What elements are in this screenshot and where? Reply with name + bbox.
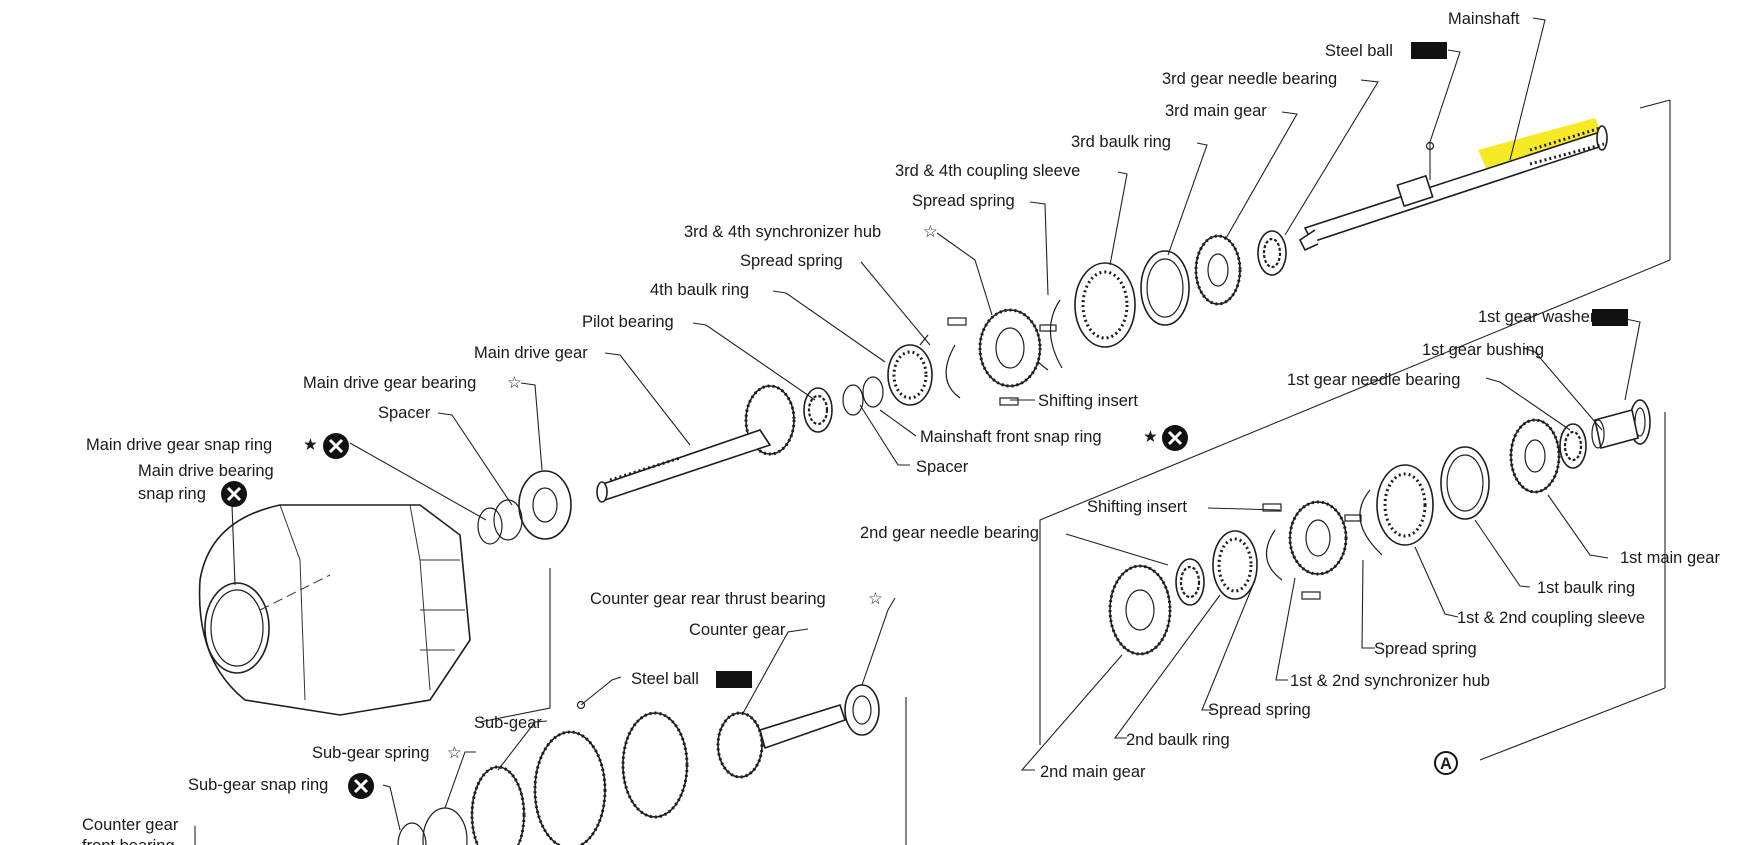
counter-gear-part [533, 700, 847, 845]
symbol-synchro-hub-34: ☆ [923, 223, 938, 241]
symbol-main-drive-snap-ring: ★ [303, 436, 318, 454]
label-main-drive-gear-bearing: Main drive gear bearing [303, 374, 476, 392]
sub-gear-part [397, 765, 526, 845]
fourth-baulk-ring-part [887, 344, 933, 406]
discard-icon-main-drive-bearing-snap-ring [221, 481, 247, 507]
third-baulk-ring-part [1140, 250, 1190, 326]
synchro-hub-34-part [947, 308, 1042, 406]
main-drive-gear-bearing-part [518, 470, 572, 540]
symbol-sub-gear-spring: ☆ [447, 744, 462, 762]
label-main-drive-snap-ring: Main drive gear snap ring [86, 436, 272, 454]
label-second-main-gear: 2nd main gear [1040, 763, 1146, 781]
label-second-baulk-ring: 2nd baulk ring [1126, 731, 1230, 749]
label-sub-gear-snap-ring: Sub-gear snap ring [188, 776, 328, 794]
label-steel-ball-top: Steel ball [1325, 42, 1393, 60]
label-fourth-baulk-ring: 4th baulk ring [650, 281, 749, 299]
mainshaft-front-snap-ring-part [842, 376, 884, 416]
label-sub-gear-spring: Sub-gear spring [312, 744, 429, 762]
second-baulk-ring-part [1212, 530, 1258, 600]
label-spacer-mid: Spacer [916, 458, 969, 476]
mainshaft-part [1298, 118, 1608, 252]
symbol-mainshaft-front-snap-ring: ★ [1143, 428, 1158, 446]
discard-icon-sub-gear-snap-ring [348, 773, 374, 799]
label-counter-gear: Counter gear [689, 621, 786, 639]
label-third-main-gear: 3rd main gear [1165, 102, 1267, 120]
label-second-needle-bearing: 2nd gear needle bearing [860, 524, 1039, 542]
second-needle-bearing-part [1175, 558, 1205, 606]
tool-icon-first-gear-washer [1592, 309, 1628, 326]
label-main-drive-gear: Main drive gear [474, 344, 588, 362]
transmission-case-part [198, 504, 471, 716]
part-labels: Mainshaft Steel ball 3rd gear needle bea… [82, 10, 1720, 845]
first-main-gear-part [1509, 418, 1561, 494]
label-counter-front-bearing-1: Counter gear [82, 816, 179, 834]
spacer-left-part [477, 499, 523, 545]
counter-rear-thrust-part [844, 684, 880, 736]
label-main-drive-bearing-snap-ring-2: snap ring [138, 485, 206, 503]
callout-a: A [1434, 751, 1458, 775]
label-spacer-left: Spacer [378, 404, 431, 422]
label-pilot-bearing: Pilot bearing [582, 313, 674, 331]
label-shifting-insert-right: Shifting insert [1087, 498, 1187, 516]
symbol-main-drive-gear-bearing: ☆ [507, 374, 522, 392]
first-needle-bearing-part [1559, 423, 1587, 469]
third-gear-needle-bearing-part [1257, 230, 1287, 276]
leader-lines [194, 17, 1641, 845]
label-third-needle-bearing: 3rd gear needle bearing [1162, 70, 1337, 88]
spread-spring-c-part [1344, 489, 1383, 556]
spread-spring-b-part [919, 334, 961, 399]
label-first-gear-washer: 1st gear washer [1478, 308, 1596, 326]
label-third-baulk-ring: 3rd baulk ring [1071, 133, 1171, 151]
first-gear-bushing-part [1591, 409, 1639, 449]
label-spread-spring-b: Spread spring [740, 252, 843, 270]
label-steel-ball-bottom: Steel ball [631, 670, 699, 688]
svg-text:A: A [1440, 755, 1452, 773]
second-main-gear-part [1108, 564, 1172, 656]
label-counter-front-bearing-2: front bearing [82, 837, 175, 845]
label-counter-rear-thrust: Counter gear rear thrust bearing [590, 590, 826, 608]
discard-icon-mainshaft-front-snap-ring [1162, 425, 1188, 451]
label-main-drive-bearing-snap-ring-1: Main drive bearing [138, 462, 274, 480]
coupling-sleeve-12-part [1376, 464, 1434, 546]
coupling-sleeve-34-part [1074, 262, 1136, 348]
pilot-bearing-part [803, 387, 833, 433]
discard-icon-main-drive-snap-ring [323, 433, 349, 459]
label-coupling-34: 3rd & 4th coupling sleeve [895, 162, 1080, 180]
label-mainshaft-front-snap-ring: Mainshaft front snap ring [920, 428, 1102, 446]
label-shifting-insert-top: Shifting insert [1038, 392, 1138, 410]
tool-icon-steel-ball-bottom [716, 671, 752, 688]
third-main-gear-part [1194, 234, 1242, 306]
label-synchro-hub-34: 3rd & 4th synchronizer hub [684, 223, 881, 241]
symbol-counter-rear-thrust: ☆ [868, 590, 883, 608]
first-baulk-ring-part [1440, 446, 1490, 520]
label-mainshaft: Mainshaft [1448, 10, 1520, 28]
label-spread-spring-d: Spread spring [1208, 701, 1311, 719]
label-first-needle-bearing: 1st gear needle bearing [1287, 371, 1460, 389]
main-drive-gear-part [596, 384, 796, 503]
label-spread-spring-a: Spread spring [912, 192, 1015, 210]
tool-icon-steel-ball-top [1411, 42, 1447, 59]
synchro-hub-12-part [1262, 500, 1348, 600]
label-synchro-hub-12: 1st & 2nd synchronizer hub [1290, 672, 1490, 690]
spread-spring-d-part [1266, 529, 1283, 581]
section-frames [479, 99, 1671, 845]
label-spread-spring-c: Spread spring [1374, 640, 1477, 658]
label-coupling-12: 1st & 2nd coupling sleeve [1457, 609, 1645, 627]
label-sub-gear: Sub-gear [474, 714, 542, 732]
label-first-baulk-ring: 1st baulk ring [1537, 579, 1635, 597]
label-first-main-gear: 1st main gear [1620, 549, 1720, 567]
label-first-gear-bushing: 1st gear bushing [1422, 341, 1544, 359]
